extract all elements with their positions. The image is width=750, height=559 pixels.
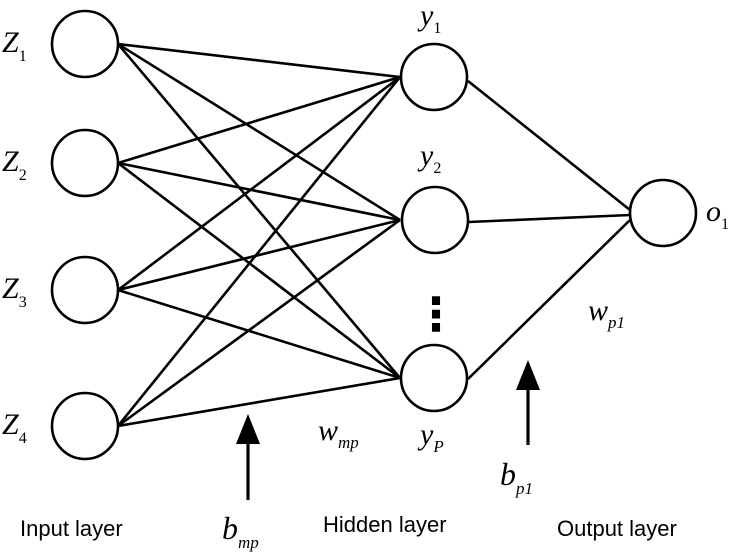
edge-z4-y2 — [117, 218, 401, 428]
weight-label-hidden-output: wp1 — [588, 294, 625, 332]
hidden-node-p — [399, 343, 469, 413]
bias-arrow-hidden-head — [236, 414, 260, 444]
input-layer-nodes — [50, 9, 120, 461]
hidden-layer-nodes — [399, 42, 470, 413]
hidden-labels: y1 y2 yP — [417, 0, 444, 456]
hidden-node-2 — [400, 185, 470, 255]
edge-z2-y1 — [117, 75, 401, 165]
edge-y2-o1 — [468, 213, 631, 224]
weight-label-input-hidden: wmp — [318, 414, 359, 452]
bias-label-output: bp1 — [500, 456, 533, 498]
hidden-label-1: y1 — [417, 0, 441, 37]
edge-z4-yp — [117, 376, 401, 428]
edge-z4-y1 — [116, 76, 402, 427]
edge-z2-y2 — [117, 161, 401, 222]
edge-z2-yp — [117, 161, 401, 380]
edge-z1-y1 — [117, 42, 401, 79]
bias-arrow-output — [516, 360, 540, 445]
hidden-ellipsis: ⋮ — [413, 288, 459, 340]
edge-z1-yp — [117, 43, 401, 379]
output-label: o1 — [706, 195, 729, 233]
bias-label-hidden: bmp — [222, 510, 259, 552]
layer-label-output: Output layer — [557, 516, 677, 541]
edge-z3-yp — [117, 288, 401, 380]
output-node-1 — [628, 178, 698, 248]
edge-z3-y1 — [117, 75, 401, 292]
layer-label-input: Input layer — [20, 516, 123, 541]
edge-z3-y2 — [117, 218, 401, 292]
input-hidden-edges — [116, 42, 402, 428]
edge-y1-o1 — [467, 79, 631, 212]
edge-yp-o1 — [467, 219, 631, 380]
input-node-2 — [50, 128, 120, 198]
edge-z1-y2 — [117, 42, 401, 222]
input-node-4 — [50, 391, 120, 461]
hidden-label-2: y2 — [417, 139, 441, 177]
bias-arrow-hidden — [236, 414, 260, 500]
hidden-label-p: yP — [417, 418, 444, 456]
layer-label-hidden: Hidden layer — [323, 512, 447, 537]
input-node-1 — [50, 9, 120, 79]
input-label-3: Z3 — [2, 272, 27, 311]
hidden-output-edges — [467, 79, 631, 380]
input-node-3 — [50, 255, 120, 325]
input-label-1: Z1 — [2, 26, 27, 65]
input-label-2: Z2 — [2, 145, 27, 184]
input-label-4: Z4 — [2, 408, 27, 447]
bias-arrow-output-head — [516, 360, 540, 390]
input-labels: Z1 Z2 Z3 Z4 — [2, 26, 27, 447]
hidden-node-1 — [399, 42, 469, 112]
